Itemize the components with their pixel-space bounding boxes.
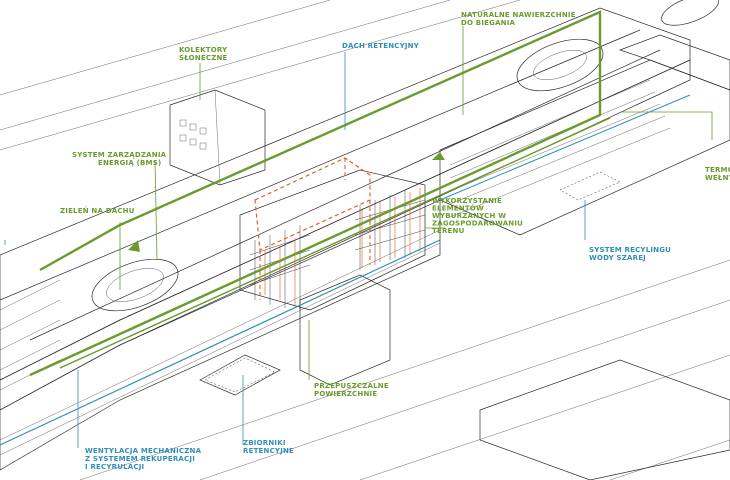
label-zielen: ZIELEŃ NA DACHU	[60, 206, 135, 215]
main-building	[0, 7, 691, 471]
central-block	[239, 169, 426, 311]
label-termo: TERMOWEŁNY	[705, 166, 730, 182]
water-line	[0, 94, 691, 446]
reused-elements-outline	[254, 157, 421, 305]
running-track	[91, 0, 719, 312]
retention-tanks	[199, 171, 730, 480]
label-dach: DACH RETENCYJNY	[342, 42, 420, 50]
leader-lines	[4, 26, 713, 448]
running-loop	[29, 10, 611, 377]
collector-tower	[169, 89, 266, 186]
